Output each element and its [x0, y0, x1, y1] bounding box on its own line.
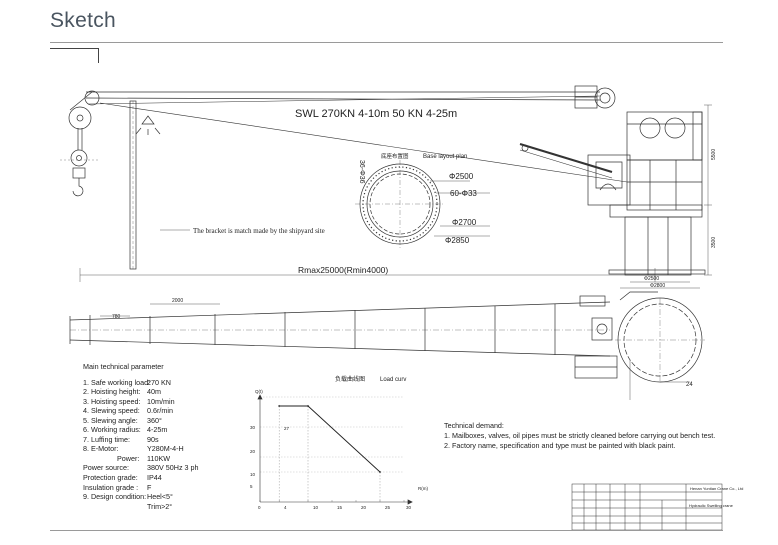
- base-layout-plan: [355, 160, 490, 248]
- x-tick-4: 4: [284, 505, 287, 510]
- parameter-value: Trim>2°: [147, 501, 173, 511]
- load-curve-chart: [257, 394, 413, 505]
- parameter-value: 110KW: [147, 453, 171, 463]
- x-tick-0: 0: [258, 505, 261, 510]
- technical-parameters: Main technical parameter 1. Safe working…: [83, 362, 199, 512]
- height-dim-lower: 3500: [711, 237, 717, 248]
- plan-dim-span: 2000: [172, 298, 183, 304]
- parameter-value: 90s: [147, 434, 159, 444]
- parameter-label: Power:: [117, 453, 140, 463]
- parameter-row: 1. Safe working load:270 KN: [83, 377, 171, 388]
- bottom-divider: [50, 530, 723, 531]
- technical-demand: Technical demand: 1. Mailboxes, valves, …: [444, 421, 715, 451]
- x-tick-25: 25: [385, 505, 391, 510]
- parameter-label: 5. Slewing angle:: [83, 415, 138, 425]
- top-divider: [50, 42, 723, 43]
- parameter-row: Trim>2°: [83, 502, 172, 512]
- parameter-value: 4-25m: [147, 425, 168, 435]
- parameter-row: 4. Slewing speed: 0.6r/min: [83, 406, 173, 416]
- plan-angle: 24: [686, 382, 693, 388]
- parameter-label: 9. Design condition:: [83, 492, 147, 502]
- radius-dimension: Rmax25000(Rmin4000): [298, 265, 388, 275]
- parameter-row: 3. Hoisting speed: 10m/min: [83, 396, 175, 407]
- technical-demand-title: Technical demand:: [444, 421, 504, 430]
- bracket-note: The bracket is match made by the shipyar…: [193, 227, 325, 235]
- parameter-value: 380V 50Hz 3 ph: [147, 463, 199, 473]
- parameter-value: 10m/min: [147, 396, 175, 406]
- parameter-label: 4. Slewing speed:: [83, 406, 140, 416]
- parameter-row: 9. Design condition:Heel<5°: [83, 492, 173, 502]
- base-plan-title-cn: 底座布置图: [381, 152, 409, 160]
- parameter-label: Protection grade:: [83, 473, 138, 483]
- load-curve-title: Load curv: [380, 377, 406, 383]
- pedestal-dim-2: Φ2800: [650, 283, 665, 289]
- parameter-value: Heel<5°: [147, 492, 173, 502]
- y-tick-10: 10: [250, 472, 256, 477]
- y-tick-20: 20: [250, 449, 256, 454]
- y-tick-30: 30: [250, 425, 256, 430]
- base-dim-2850: Φ2850: [445, 236, 470, 245]
- load-curve-x-unit: R(m): [418, 486, 428, 491]
- load-curve-line: [279, 405, 381, 473]
- parameter-row: 6. Working radius: 4-25m: [83, 425, 168, 435]
- parameter-row: 8. E-Motor: Y280M-4-H: [83, 444, 184, 454]
- parameter-label: 2. Hoisting height:: [83, 387, 141, 397]
- parameter-label: 1. Safe working load:: [83, 377, 151, 387]
- title-block-drawing-name: Hydraulic Swelling crane: [689, 503, 734, 508]
- load-curve-y-unit: Q(t): [255, 389, 263, 394]
- load-curve-title-cn: 负载曲线图: [335, 375, 365, 383]
- parameter-value: 270 KN: [147, 377, 171, 387]
- plan-dim-left: 780: [112, 314, 121, 320]
- parameter-row: 7. Luffing time: 90s: [83, 435, 164, 445]
- swl-label: SWL 270KN 4-10m 50 KN 4-25m: [295, 108, 457, 120]
- y-tick-5: 5: [250, 484, 253, 489]
- base-dim-2700: Φ2700: [452, 218, 477, 227]
- parameter-label: 6. Working radius:: [83, 425, 141, 435]
- technical-demand-item: 2. Factory name, specification and type …: [444, 441, 676, 450]
- x-tick-15: 15: [337, 505, 343, 510]
- parameter-value: F: [147, 482, 152, 492]
- height-dim-upper: 5500: [711, 149, 717, 160]
- parameter-label: 3. Hoisting speed:: [83, 396, 141, 406]
- tab-marker: [50, 48, 99, 63]
- load-peak-label: 27: [284, 426, 290, 431]
- title-block-company: Henan Yuntian Crane Co., Ltd: [690, 486, 743, 491]
- parameter-value: IP44: [147, 473, 162, 483]
- parameter-label: 8. E-Motor:: [83, 444, 119, 454]
- parameter-label: Insulation grade :: [83, 482, 139, 492]
- base-dim-bolts: 60-Φ33: [450, 189, 477, 198]
- technical-demand-item: 1. Mailboxes, valves, oil pipes must be …: [444, 431, 716, 440]
- parameter-value: 40m: [147, 387, 161, 397]
- base-plan-title: Base layout plan: [423, 154, 467, 160]
- page-title: Sketch: [50, 9, 116, 32]
- x-tick-10: 10: [313, 505, 319, 510]
- parameter-value: 0.6r/min: [147, 406, 173, 416]
- pedestal-dim-1: Φ2500: [644, 276, 659, 282]
- parameter-row: 2. Hoisting height: 40m: [83, 387, 164, 397]
- plan-view: [69, 291, 705, 400]
- parameter-row: Protection grade: IP44: [83, 473, 164, 483]
- parameter-label: 7. Luffing time:: [83, 434, 131, 444]
- x-tick-30: 30: [406, 505, 412, 510]
- base-rotated-label: 36-Φ36: [358, 160, 365, 184]
- parameters-title: Main technical parameter: [83, 362, 164, 371]
- parameter-row: 5. Slewing angle: 360°: [83, 416, 164, 426]
- elevation-view: [60, 85, 712, 289]
- x-tick-20: 20: [361, 505, 367, 510]
- title-block: [571, 483, 723, 531]
- parameter-row: Power source: 380V 50Hz 3 ph: [83, 463, 199, 473]
- parameter-row: Insulation grade : F: [83, 483, 164, 493]
- parameter-value: 360°: [147, 415, 162, 425]
- parameter-row: Power: 110KW: [83, 453, 170, 464]
- base-dim-2500: Φ2500: [449, 172, 474, 181]
- parameter-label: Power source:: [83, 463, 129, 473]
- parameter-value: Y280M-4-H: [147, 444, 184, 454]
